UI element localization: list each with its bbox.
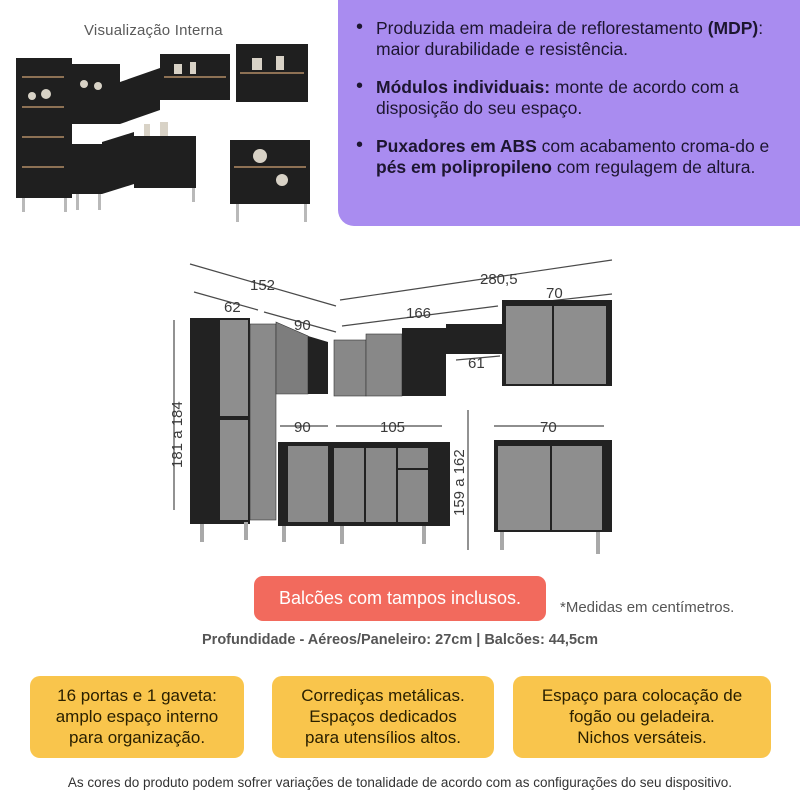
card-line: Espaço para colocação de <box>541 686 743 705</box>
dim-upper-corner-tall: 62 <box>224 299 241 316</box>
info-card-slides: Corrediças metálicas. Espaços dedicados … <box>272 676 494 758</box>
feature-highlight: Puxadores em ABS <box>376 136 537 156</box>
card-line: Espaços dedicados <box>309 707 457 726</box>
feature-item: Produzida em madeira de reflorestamento … <box>354 17 782 60</box>
feature-highlight: Módulos individuais: <box>376 77 551 97</box>
dim-lower-right: 70 <box>540 419 557 436</box>
measures-note: *Medidas em centímetros. <box>560 599 735 616</box>
dim-height-tall: 181 a 184 <box>169 401 186 468</box>
card-line: para utensílios altos. <box>305 728 461 747</box>
feature-text: com regulagem de altura. <box>552 157 756 177</box>
dim-height-counter: 159 a 162 <box>451 449 468 516</box>
feature-item: Puxadores em ABS com acabamento croma-do… <box>354 135 782 178</box>
dim-total-right: 280,5 <box>480 271 518 288</box>
dim-upper-corner: 90 <box>294 317 311 334</box>
info-card-doors: 16 portas e 1 gaveta: amplo espaço inter… <box>30 676 244 758</box>
dim-lower-corner: 90 <box>294 419 311 436</box>
kitchen-interior-illustration <box>16 44 310 222</box>
dim-upper-right: 70 <box>546 285 563 302</box>
feature-highlight: pés em polipropileno <box>376 157 552 177</box>
feature-text: : maior durabilidade e resistência. <box>376 18 764 59</box>
dim-niche: 61 <box>468 355 485 372</box>
info-card-appliance-space: Espaço para colocação de fogão ou gelade… <box>513 676 771 758</box>
dim-lower-middle: 105 <box>380 419 405 436</box>
tops-included-badge: Balcões com tampos inclusos. <box>254 576 546 621</box>
feature-text: Produzida em madeira de reflorestamento <box>376 18 708 38</box>
card-line: fogão ou geladeira. <box>569 707 715 726</box>
card-line: Nichos versáteis. <box>577 728 707 747</box>
features-panel: Produzida em madeira de reflorestamento … <box>338 0 800 226</box>
feature-text: com acabamento croma-do e <box>536 136 770 156</box>
card-line: Corrediças metálicas. <box>301 686 465 705</box>
dim-total-left: 152 <box>250 277 275 294</box>
feature-item: Módulos individuais: monte de acordo com… <box>354 76 782 119</box>
feature-text: monte de acordo com a disposição do seu … <box>376 77 739 118</box>
internal-view-title: Visualização Interna <box>84 22 223 39</box>
card-line: para organização. <box>68 728 206 747</box>
color-disclaimer: As cores do produto podem sofrer variaçõ… <box>67 775 733 790</box>
kitchen-dimensions-diagram: 152 280,5 62 90 166 70 61 90 105 70 181 … <box>169 259 613 554</box>
dim-upper-middle: 166 <box>406 305 431 322</box>
card-line: 16 portas e 1 gaveta: <box>57 686 217 705</box>
depth-note: Profundidade - Aéreos/Paneleiro: 27cm | … <box>202 632 598 648</box>
feature-highlight: (MDP) <box>707 18 759 38</box>
card-line: amplo espaço interno <box>55 707 219 726</box>
